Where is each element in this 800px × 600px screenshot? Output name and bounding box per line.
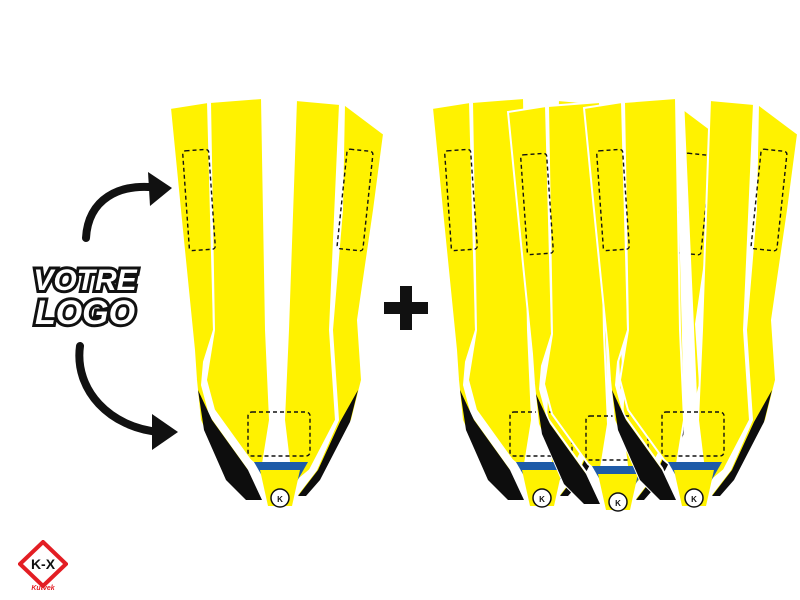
- plus-icon: [384, 286, 428, 330]
- decal-kit-stack: [431, 97, 799, 512]
- brand-name: Kutvek: [31, 585, 55, 592]
- decal-kit-single: [169, 97, 385, 508]
- votre-text: VOTRE: [33, 264, 137, 297]
- arrow-up-icon: [82, 172, 172, 242]
- logo-text: LOGO: [35, 294, 135, 330]
- brand-mark: K-X: [31, 556, 56, 572]
- arrow-down-icon: [75, 342, 178, 450]
- votre-logo-callout: VOTRE LOGO: [30, 261, 140, 330]
- brand-logo: K-X Kutvek: [18, 540, 68, 592]
